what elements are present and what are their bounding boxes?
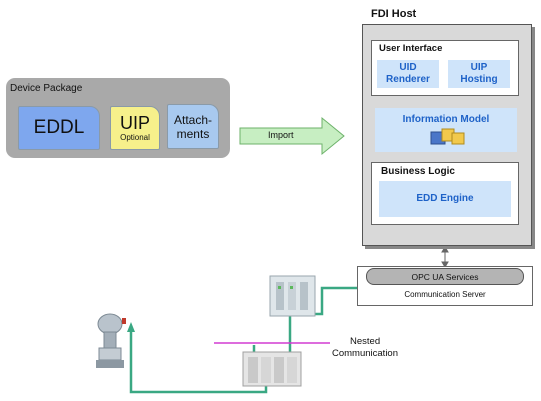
nested-communication-label: Nested Communication (332, 336, 398, 360)
eddl-label: EDDL (33, 117, 85, 138)
attachments-label: Attach- ments (174, 113, 212, 141)
remote-io-device-image (242, 351, 302, 387)
attachments-document: Attach- ments (167, 104, 219, 149)
host-opc-double-arrow (441, 246, 449, 268)
field-transmitter-image (96, 313, 126, 368)
information-model-icon (430, 128, 465, 145)
eddl-document: EDDL (18, 106, 100, 150)
uip-hosting-line1: UIP (470, 62, 488, 73)
import-label: Import (268, 130, 294, 140)
uip-optional-label: Optional (120, 133, 150, 142)
uip-label: UIP (119, 113, 150, 133)
import-arrow (239, 116, 345, 156)
opc-ua-services-box: OPC UA Services (366, 268, 524, 285)
user-interface-title: User Interface (379, 43, 443, 54)
field-device-arrowhead (127, 322, 135, 332)
attachments-label-line1: Attach- (173, 112, 212, 127)
uip-document: UIP Optional (110, 106, 160, 150)
uid-renderer-line2: Renderer (386, 74, 430, 85)
controller-device-image (269, 275, 316, 317)
information-model-label: Information Model (402, 114, 490, 125)
device-package-title: Device Package (10, 83, 83, 94)
uip-hosting-box: UIP Hosting (448, 60, 510, 88)
business-logic-title: Business Logic (381, 166, 455, 177)
uid-renderer-box: UID Renderer (377, 60, 439, 88)
nested-label-line1: Nested (350, 336, 381, 347)
uip-hosting-line2: Hosting (460, 74, 498, 85)
uid-renderer-line1: UID (399, 62, 417, 73)
attachments-label-line2: ments (176, 126, 210, 141)
fdi-host-title: FDI Host (371, 8, 417, 20)
edd-engine-box: EDD Engine (379, 181, 511, 217)
communication-server-label: Communication Server (404, 290, 486, 299)
nested-label-line2: Communication (332, 348, 398, 359)
